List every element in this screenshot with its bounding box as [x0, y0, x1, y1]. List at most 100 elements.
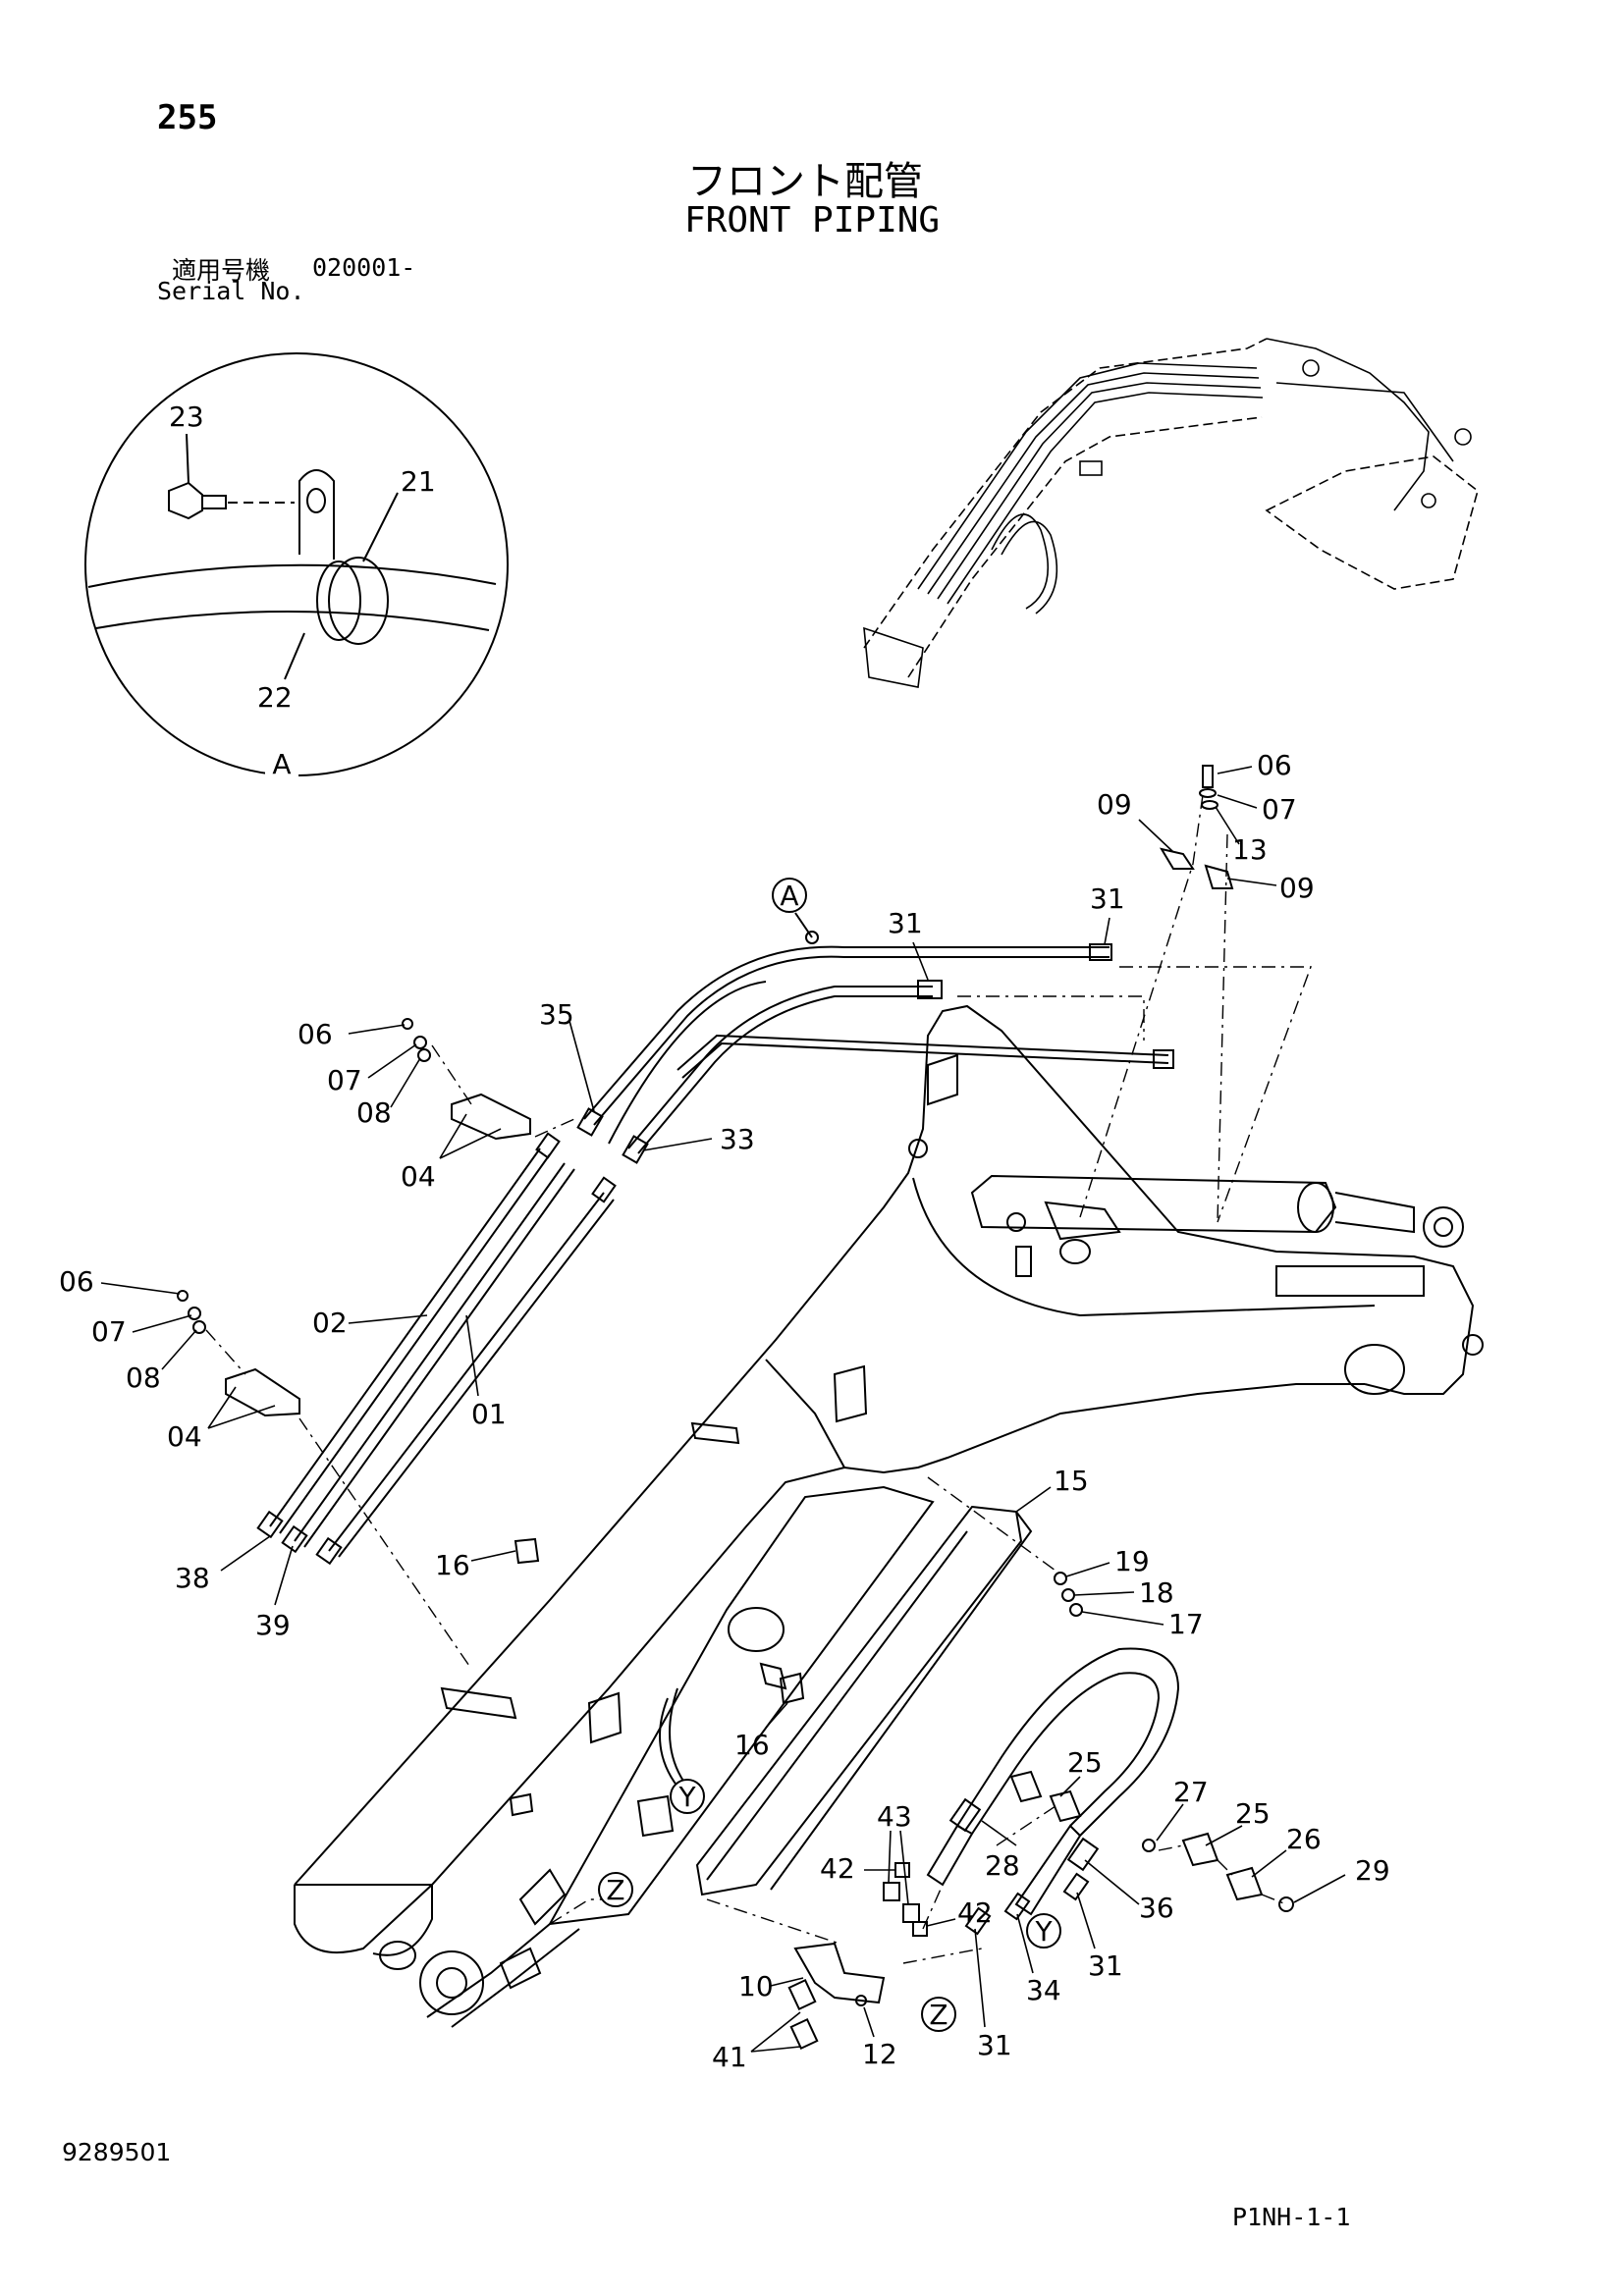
- boom-nose-pin: [1462, 1334, 1484, 1356]
- serial-label-japanese: 適用号機: [172, 256, 271, 285]
- boom-top-plate: [912, 1177, 1376, 1317]
- callout-31-upper-right: 31: [1090, 882, 1125, 915]
- boom-assembly: [294, 1004, 1484, 2028]
- dash-hose-end-31: [1119, 966, 1313, 1223]
- document-number: 9289501: [62, 2138, 172, 2166]
- dash-bracket-10: [706, 1898, 840, 1945]
- spacer-16-b: [779, 1672, 805, 1705]
- callout-06-low: 06: [59, 1265, 94, 1298]
- marker-z2: Z: [929, 1999, 947, 2031]
- callout-07-top: 07: [1262, 793, 1297, 826]
- boom-foot-pin: [379, 1941, 416, 1970]
- hose-end-28: [926, 1824, 974, 1887]
- fitting-31d: [964, 1906, 992, 1936]
- serial-number-value: 020001-: [312, 253, 416, 282]
- dash-clamp-04-lower: [205, 1329, 246, 1375]
- guard-outline: [695, 1505, 1023, 1896]
- callout-33: 33: [720, 1123, 755, 1155]
- callout-35: 35: [539, 998, 574, 1031]
- pipe-end-38: [256, 1510, 284, 1539]
- fitting-36: [1066, 1837, 1100, 1872]
- callout-06-mid: 06: [298, 1018, 333, 1050]
- leader-31d: [974, 1928, 986, 2028]
- leader-42b: [926, 1918, 956, 1927]
- hose-loop: [926, 1647, 1294, 1936]
- fitting-33: [622, 1135, 649, 1164]
- callout-06-top: 06: [1257, 749, 1292, 781]
- detail-hose-upper: [87, 563, 497, 588]
- callout-19: 19: [1114, 1545, 1150, 1577]
- fitting-42-a: [894, 1862, 910, 1878]
- overview-hose-4: [947, 392, 1264, 605]
- overview-pin-1: [1302, 359, 1320, 377]
- arm-cylinder-port: [1044, 1201, 1121, 1241]
- detail-clamp-tab: [298, 469, 335, 560]
- boom-cylinder-rod-eye: [419, 1950, 484, 2015]
- leader-09b: [1226, 878, 1277, 886]
- callout-34: 34: [1026, 1974, 1061, 2006]
- bolt-27: [1142, 1839, 1156, 1852]
- arm-cylinder-body: [970, 1174, 1337, 1234]
- callout-31-lower: 31: [977, 2029, 1012, 2061]
- guard-side: [770, 1511, 1033, 1891]
- boom-cylinder-port-b: [499, 1947, 542, 1990]
- boom-foot-face: [372, 1885, 433, 1956]
- leader-21: [362, 492, 399, 562]
- bolt-17: [1069, 1603, 1083, 1617]
- fitting-43-b: [902, 1903, 920, 1923]
- boom-cylinder-rod-upper: [426, 1923, 551, 2018]
- dash-bolt-29: [1261, 1894, 1287, 1905]
- marker-y2-circle: [1026, 1913, 1061, 1949]
- leader-23: [186, 433, 189, 484]
- callout-21: 21: [401, 465, 436, 498]
- arm-cylinder-port-fitting: [1059, 1239, 1091, 1264]
- spacer-16-a: [514, 1537, 540, 1565]
- callout-43: 43: [877, 1800, 912, 1833]
- leader-16a: [470, 1550, 516, 1562]
- detail-clamp-band: [328, 557, 389, 645]
- leader-15: [1015, 1486, 1052, 1513]
- overview-cylinder-rod: [1079, 460, 1103, 476]
- page-title-japanese: フロント配管: [687, 159, 923, 204]
- dash-hose-end-31a: [957, 995, 1145, 1041]
- leader-29: [1293, 1874, 1346, 1903]
- leader-33: [642, 1138, 713, 1151]
- fitting-34: [1003, 1892, 1031, 1921]
- leader-08c: [161, 1329, 197, 1370]
- leader-06b: [348, 1024, 406, 1035]
- spacers-16: [514, 1537, 805, 1705]
- pipe-02-b: [279, 1153, 551, 1534]
- leader-lines: [100, 766, 1346, 2053]
- leader-22: [284, 632, 305, 680]
- clamp-04-upper: [451, 1093, 531, 1141]
- page-title: FRONT PIPING: [684, 200, 941, 240]
- boom-bracket-pin-2: [1006, 1212, 1026, 1232]
- detail-label: A: [272, 748, 291, 780]
- boom-clip-4: [587, 1691, 623, 1744]
- dash-z2: [902, 1948, 983, 1964]
- leader-08b: [390, 1057, 421, 1108]
- boom-cylinder-head: [728, 1607, 785, 1652]
- leader-12: [863, 2006, 875, 2038]
- leader-38: [220, 1535, 271, 1572]
- dash-clamp-25a: [996, 1805, 1056, 1846]
- dash-clamp-top: [1079, 794, 1204, 1218]
- boom-bracket-left: [927, 1053, 958, 1106]
- overview-pin-2: [1454, 428, 1472, 446]
- leader-31b: [1104, 917, 1110, 945]
- callout-27: 27: [1173, 1776, 1209, 1808]
- overview-boom-outline-upper: [863, 338, 1268, 649]
- marker-a-circle: [772, 878, 807, 913]
- fitting-42-b: [912, 1921, 928, 1937]
- overview-hose-loop-1: [991, 513, 1049, 610]
- dash-clamp-04-lower-2: [298, 1417, 472, 1670]
- callout-17: 17: [1168, 1608, 1204, 1640]
- washer-18: [1061, 1588, 1075, 1602]
- bolt-06-top: [1202, 765, 1214, 788]
- pipe-03-b: [303, 1168, 575, 1548]
- bolt-29: [1278, 1896, 1294, 1912]
- callout-18: 18: [1139, 1576, 1174, 1609]
- overview-pin-3: [1421, 493, 1436, 508]
- leader-35: [568, 1020, 595, 1112]
- leader-39: [274, 1545, 294, 1606]
